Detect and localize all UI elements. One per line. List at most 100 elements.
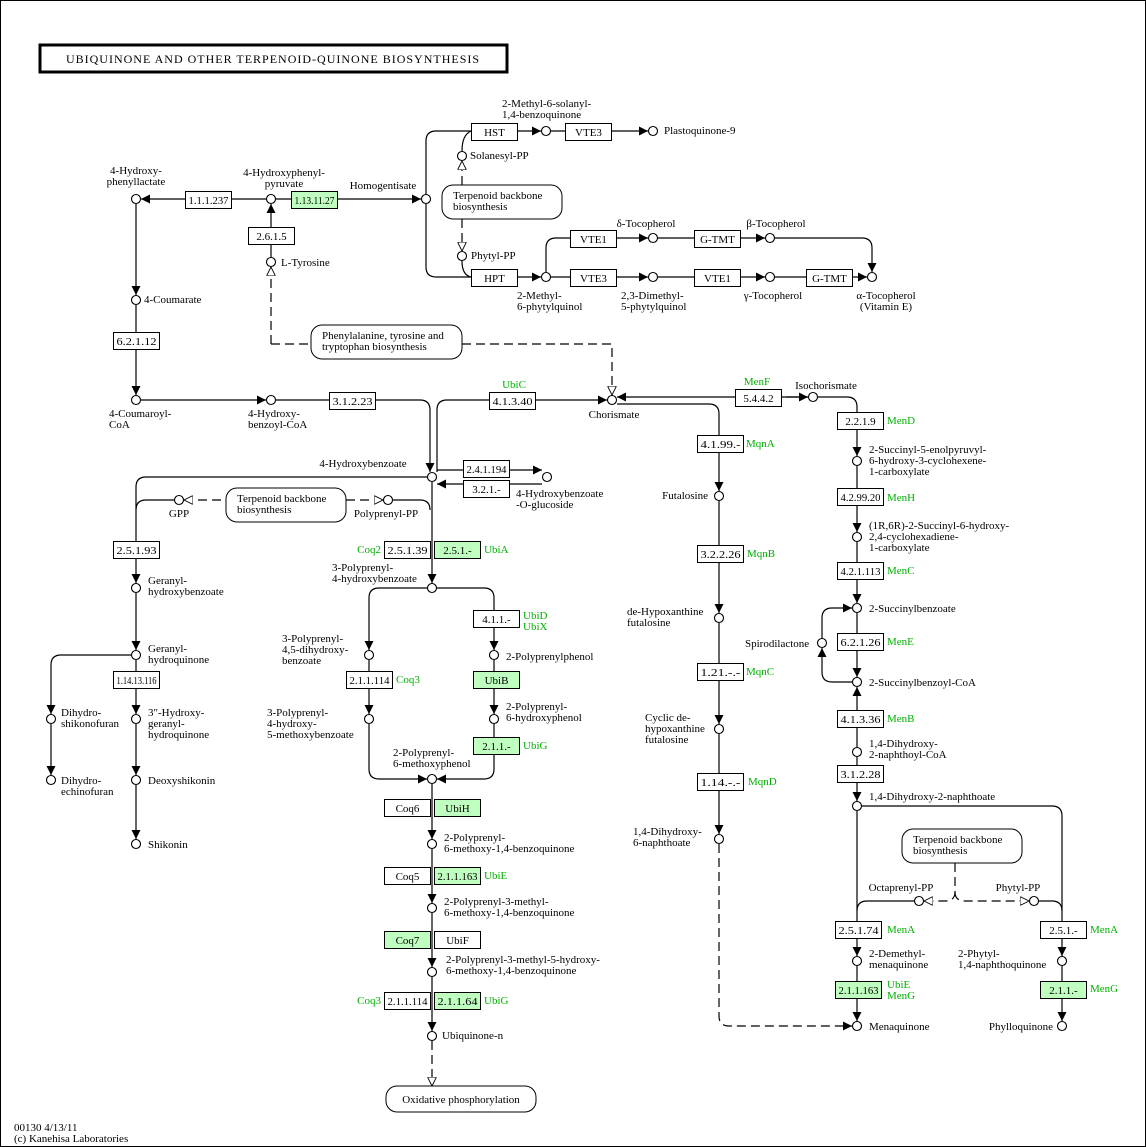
compound-node[interactable] xyxy=(488,713,500,725)
compound-methyl-phytylquinol[interactable]: 2-Methyl-6-phytylquinol xyxy=(517,271,582,314)
enzyme-box-frame[interactable] xyxy=(384,931,431,949)
compound-node[interactable] xyxy=(816,637,828,649)
compound-node[interactable] xyxy=(541,471,553,483)
compound-polyprenyl-hydroxyphenol[interactable]: 2-Polyprenyl-6-hydroxyphenol xyxy=(488,701,582,725)
enzyme-box-hst[interactable]: HST xyxy=(471,123,518,141)
compound-alpha-tocopherol[interactable]: α-Tocopherol(Vitamin E) xyxy=(856,271,916,314)
enzyme-box-frame[interactable] xyxy=(471,123,518,141)
compound-node[interactable] xyxy=(851,676,863,688)
compound-node[interactable] xyxy=(647,125,659,137)
compound-spirodilactone[interactable]: Spirodilactone xyxy=(745,637,828,650)
enzyme-box-frame[interactable] xyxy=(570,269,617,287)
compound-dihydroechinofuran[interactable]: Dihydro-echinofuran xyxy=(45,774,115,798)
compound-gamma-tocopherol[interactable]: γ-Tocopherol xyxy=(743,271,802,303)
enzyme-box-1-13-11-27[interactable]: 1.13.11.27 xyxy=(291,191,338,209)
enzyme-box-frame[interactable] xyxy=(565,123,612,141)
enzyme-box-hpt[interactable]: HPT xyxy=(471,269,518,287)
enzyme-box-frame[interactable] xyxy=(384,541,431,559)
compound-solanesyl-pp[interactable]: Solanesyl-PP xyxy=(456,150,529,162)
map-link-box[interactable] xyxy=(385,1085,537,1113)
compound-node[interactable] xyxy=(764,271,776,283)
compound-node[interactable] xyxy=(606,394,618,406)
compound-polyprenyl-methoxyphenol[interactable]: 2-Polyprenyl-6-methoxyphenol xyxy=(393,747,471,785)
enzyme-box-1-1-1-237[interactable]: 1.1.1.237 xyxy=(185,191,232,209)
enzyme-box-frame[interactable] xyxy=(837,710,884,728)
enzyme-box-vte1-b[interactable]: VTE1 xyxy=(694,269,741,287)
enzyme-box-frame[interactable] xyxy=(697,773,744,791)
compound-polyprenyl-hydroxybenzoate[interactable]: 3-Polyprenyl-4-hydroxybenzoate xyxy=(332,562,438,594)
enzyme-box-ubif[interactable]: UbiF xyxy=(434,931,481,949)
compound-polyprenyl-pp[interactable]: Polyprenyl-PP xyxy=(354,494,418,521)
compound-node[interactable] xyxy=(130,713,142,725)
compound-dihydroshikonofuran[interactable]: Dihydro-shikonofuran xyxy=(45,707,120,730)
enzyme-box-4-1-1[interactable]: 4.1.1.- xyxy=(473,610,520,628)
enzyme-box-frame[interactable] xyxy=(346,671,393,689)
enzyme-box-ubib[interactable]: UbiB xyxy=(473,671,520,689)
enzyme-box-coq6[interactable]: Coq6 xyxy=(384,799,431,817)
compound-node[interactable] xyxy=(130,193,142,205)
enzyme-box-2-2-1-9[interactable]: 2.2.1.9 xyxy=(837,412,884,430)
enzyme-box-6-2-1-26[interactable]: 6.2.1.26 xyxy=(837,633,884,651)
compound-geranylhydroquinone[interactable]: Geranyl-hydroquinone xyxy=(130,643,210,666)
compound-dimethyl-phytylquinol[interactable]: 2,3-Dimethyl-5-phytylquinol xyxy=(621,271,686,314)
compound-phytyl-pp-top[interactable]: Phytyl-PP xyxy=(456,250,516,262)
enzyme-box-2-1-1-meng[interactable]: 2.1.1.- xyxy=(1040,981,1087,999)
compound-polyprenyl-methyl-methoxy-benzoquinone[interactable]: 2-Polyprenyl-3-methyl-6-methoxy-1,4-benz… xyxy=(426,896,575,919)
compound-succinylbenzoate[interactable]: 2-Succinylbenzoate xyxy=(851,602,956,615)
enzyme-box-2-1-1-ubig[interactable]: 2.1.1.- xyxy=(473,737,520,755)
compound-node[interactable] xyxy=(420,193,432,205)
enzyme-box-vte3-b[interactable]: VTE3 xyxy=(570,269,617,287)
compound-node[interactable] xyxy=(426,471,438,483)
compound-node[interactable] xyxy=(45,713,57,725)
compound-dihydroxy-naphthoate-6[interactable]: 1,4-Dihydroxy-6-naphthoate xyxy=(633,826,725,849)
enzyme-box-frame[interactable] xyxy=(248,227,295,245)
compound-node[interactable] xyxy=(713,612,725,624)
compound-node[interactable] xyxy=(363,713,375,725)
enzyme-box-4-2-99-20[interactable]: 4.2.99.20 xyxy=(837,488,884,506)
enzyme-box-2-5-1-mena[interactable]: 2.5.1.- xyxy=(1040,921,1087,939)
compound-node[interactable] xyxy=(807,391,819,403)
compound-node[interactable] xyxy=(173,494,185,506)
compound-hydroxyphenyllactate[interactable]: 4-Hydroxy-phenyllactate xyxy=(107,165,166,205)
compound-node[interactable] xyxy=(426,966,438,978)
enzyme-box-vte1-a[interactable]: VTE1 xyxy=(570,230,617,248)
compound-node[interactable] xyxy=(913,895,925,907)
enzyme-box-frame[interactable] xyxy=(697,663,744,681)
enzyme-box-frame[interactable] xyxy=(463,460,510,478)
enzyme-box-frame[interactable] xyxy=(473,737,520,755)
compound-beta-tocopherol[interactable]: β-Tocopherol xyxy=(746,218,806,244)
enzyme-box-frame[interactable] xyxy=(384,867,431,885)
compound-shchc[interactable]: (1R,6R)-2-Succinyl-6-hydroxy-2,4-cyclohe… xyxy=(851,520,1010,554)
enzyme-box-coq7[interactable]: Coq7 xyxy=(384,931,431,949)
enzyme-box-frame[interactable] xyxy=(694,230,741,248)
enzyme-box-3-2-1[interactable]: 3.2.1.- xyxy=(463,480,510,498)
compound-node[interactable] xyxy=(851,1020,863,1032)
enzyme-box-frame[interactable] xyxy=(835,981,882,999)
enzyme-box-frame[interactable] xyxy=(1040,981,1087,999)
enzyme-box-frame[interactable] xyxy=(113,332,160,350)
enzyme-box-2-1-1-163-b[interactable]: 2.1.1.163 xyxy=(835,981,882,999)
enzyme-box-frame[interactable] xyxy=(570,230,617,248)
enzyme-box-frame[interactable] xyxy=(471,269,518,287)
compound-coumaroyl-coa[interactable]: 4-Coumaroyl-CoA xyxy=(109,394,172,432)
compound-node[interactable] xyxy=(130,394,142,406)
enzyme-box-coq5[interactable]: Coq5 xyxy=(384,867,431,885)
compound-node[interactable] xyxy=(1056,955,1068,967)
enzyme-box-3-2-2-26[interactable]: 3.2.2.26 xyxy=(697,545,744,563)
map-link-box[interactable] xyxy=(310,324,463,360)
compound-node[interactable] xyxy=(130,774,142,786)
compound-node[interactable] xyxy=(426,838,438,850)
compound-node[interactable] xyxy=(851,602,863,614)
compound-succinylbenzoyl-coa[interactable]: 2-Succinylbenzoyl-CoA xyxy=(851,676,976,689)
enzyme-box-frame[interactable] xyxy=(489,392,536,410)
map-link-box[interactable] xyxy=(441,184,563,220)
enzyme-box-frame[interactable] xyxy=(835,921,882,939)
compound-futalosine[interactable]: Futalosine xyxy=(662,490,725,502)
enzyme-box-4-1-3-36[interactable]: 4.1.3.36 xyxy=(837,710,884,728)
map-link-box[interactable] xyxy=(225,487,347,523)
compound-node[interactable] xyxy=(851,746,863,758)
enzyme-box-frame[interactable] xyxy=(694,269,741,287)
enzyme-box-3-1-2-28[interactable]: 3.1.2.28 xyxy=(837,765,884,783)
